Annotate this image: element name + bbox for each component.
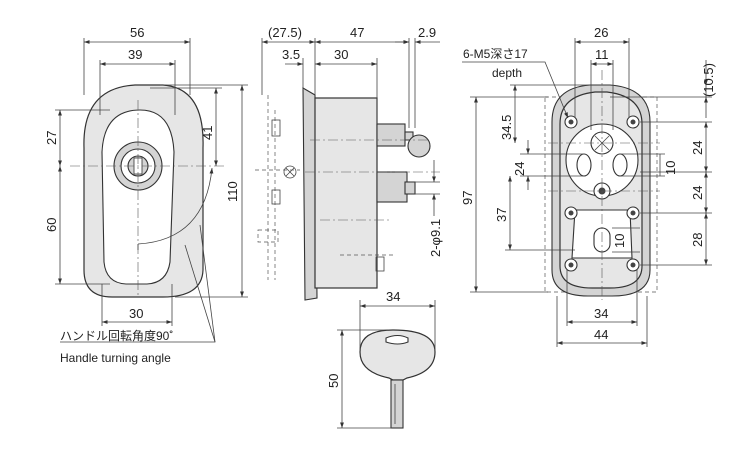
dim-rear-height-10-5: (10.5): [701, 63, 716, 97]
dim-height-41: 41: [200, 126, 215, 140]
dim-depth-2-9: 2.9: [418, 25, 436, 40]
dim-rear-height-37: 37: [494, 208, 509, 222]
dim-rear-width-26: 26: [594, 25, 608, 40]
key-view: 34 50: [326, 289, 436, 429]
dim-rear-width-44: 44: [594, 327, 608, 342]
rear-mounting-holes: [564, 115, 640, 272]
rear-slot-right: [612, 153, 628, 177]
dim-rear-height-97: 97: [460, 191, 475, 205]
dim-width-30: 30: [129, 306, 143, 321]
dim-depth-3-5: 3.5: [282, 47, 300, 62]
dim-depth-30: 30: [334, 47, 348, 62]
dim-rear-height-24-lower: 24: [690, 186, 705, 200]
dim-hole-phi-9-1: 2-φ9.1: [428, 219, 443, 257]
dim-height-27: 27: [44, 131, 59, 145]
side-view: (27.5) 47 2.9 3.5 30 2-φ9.1: [255, 25, 443, 301]
dim-width-39: 39: [128, 47, 142, 62]
dim-rear-height-34-5: 34.5: [499, 115, 514, 140]
dim-rear-height-24-left: 24: [512, 162, 527, 176]
thread-note-depth: depth: [492, 66, 522, 80]
side-cross-mark: [283, 165, 297, 179]
thread-note: 6-M5深さ17: [463, 47, 528, 61]
dim-key-length-50: 50: [326, 374, 341, 388]
dim-rear-height-10: 10: [663, 161, 678, 175]
key-hole: [385, 334, 409, 345]
dim-rear-width-11: 11: [595, 47, 609, 62]
front-view: 56 39 27 41 60 110 30 ハンドル回転角度90˚ Handle…: [44, 25, 248, 365]
key-blade: [390, 379, 404, 429]
rear-view: 6-M5深さ17 depth 26 11 (10.5) 34.5 24 24: [460, 25, 716, 347]
dim-height-110: 110: [225, 181, 240, 202]
side-screw-head: [407, 134, 431, 158]
note-turning-angle-jp: ハンドル回転角度90˚: [60, 328, 173, 343]
note-turning-angle-en: Handle turning angle: [60, 351, 171, 365]
dim-width-56: 56: [130, 25, 144, 40]
dim-depth-47: 47: [350, 25, 364, 40]
rear-slot-left: [576, 153, 592, 177]
dim-height-60: 60: [44, 218, 59, 232]
dim-depth-27-5: (27.5): [268, 25, 302, 40]
dim-rear-width-34: 34: [594, 306, 608, 321]
dim-rear-slot-10: 10: [612, 234, 627, 248]
side-cylinder: [376, 123, 406, 147]
dim-rear-height-28: 28: [690, 233, 705, 247]
side-flange: [302, 87, 318, 301]
side-body: [314, 97, 378, 289]
dim-key-width-34: 34: [386, 289, 400, 304]
handle-turning-arc: [137, 167, 214, 245]
dim-rear-height-24-upper: 24: [690, 141, 705, 155]
